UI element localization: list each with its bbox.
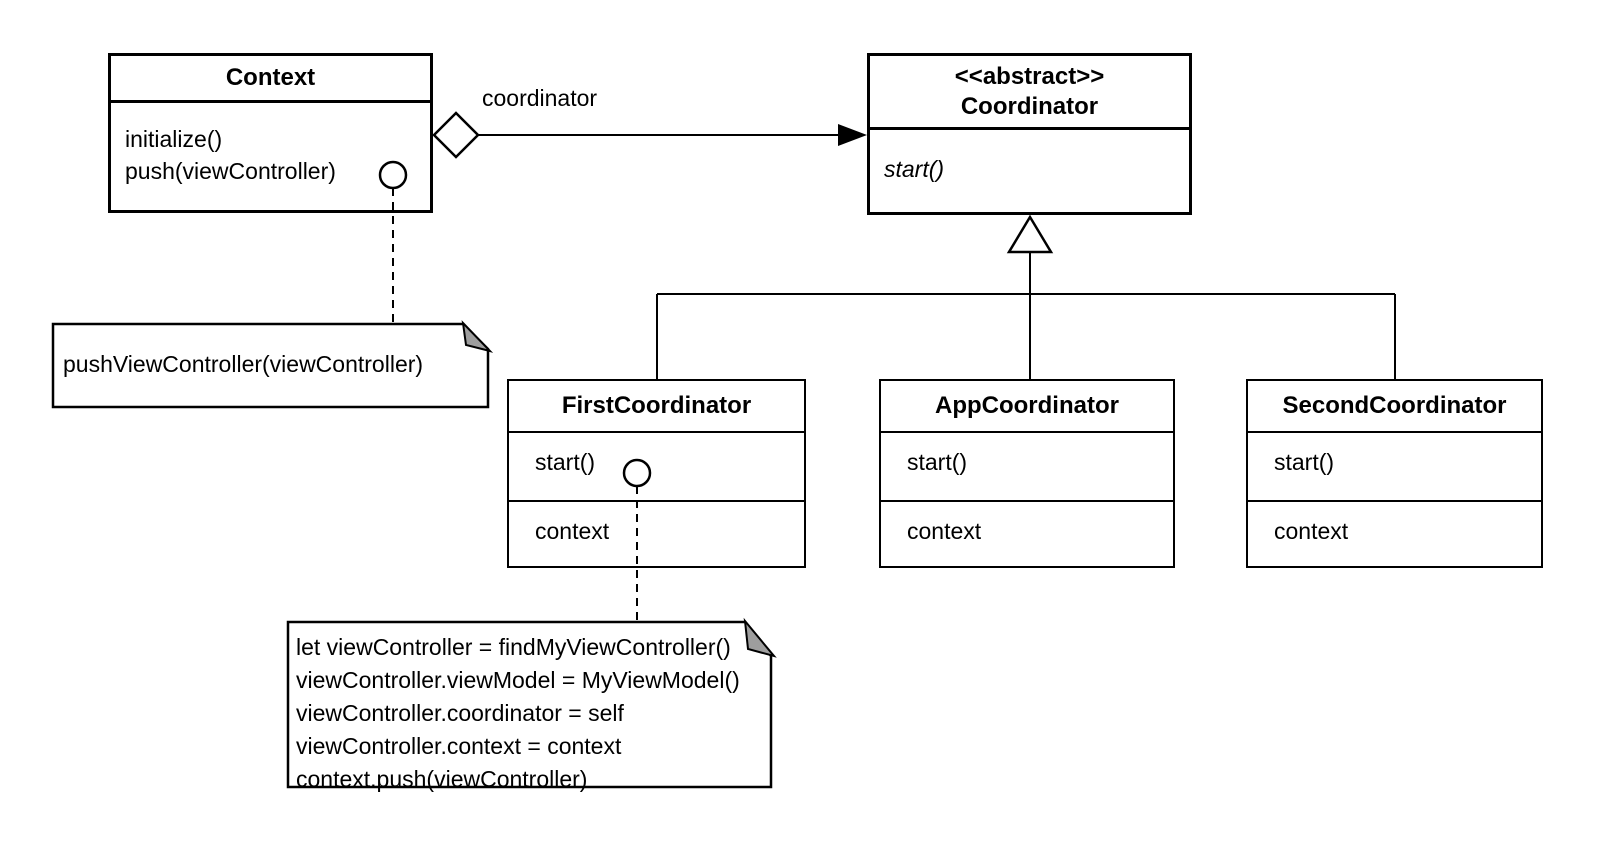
note-line: viewController.viewModel = MyViewModel() (296, 667, 740, 693)
class-box-coordinator: <<abstract>> Coordinator start() (867, 53, 1192, 215)
attributes-compartment: context (881, 502, 1173, 568)
class-body-context: initialize() push(viewController) (111, 103, 430, 187)
method-initialize: initialize() (125, 126, 223, 152)
method-start-abstract: start() (884, 156, 945, 182)
note-fold-icon (743, 617, 777, 658)
method-start: start() (1274, 449, 1335, 475)
operations-compartment: start() (509, 433, 804, 502)
note-line: viewController.coordinator = self (296, 700, 624, 726)
class-box-app-coordinator: AppCoordinator start() context (879, 379, 1175, 568)
operations-compartment: start() (881, 433, 1173, 502)
attribute-context: context (535, 518, 610, 544)
class-box-second-coordinator: SecondCoordinator start() context (1246, 379, 1543, 568)
inheritance-bus-lines (656, 252, 1396, 379)
method-start: start() (535, 449, 596, 475)
method-push: push(viewController) (125, 158, 336, 184)
note-line: let viewController = findMyViewControlle… (296, 634, 731, 660)
note-line: context.push(viewController) (296, 766, 588, 792)
note-start-text: let viewController = findMyViewControlle… (296, 631, 740, 796)
class-title-coordinator: <<abstract>> Coordinator (870, 56, 1189, 130)
class-box-context: Context initialize() push(viewController… (108, 53, 433, 213)
aggregation-diamond-icon (432, 111, 480, 159)
class-name-coordinator: Coordinator (960, 93, 1099, 120)
operations-compartment: start() (1248, 433, 1541, 502)
class-title-app-coordinator: AppCoordinator (881, 381, 1173, 433)
class-title-second-coordinator: SecondCoordinator (1248, 381, 1541, 433)
method-start: start() (907, 449, 968, 475)
attributes-compartment: context (1248, 502, 1541, 568)
attributes-compartment: context (509, 502, 804, 568)
note-push-text: pushViewController(viewController) (63, 351, 424, 377)
attribute-context: context (907, 518, 982, 544)
class-body-coordinator: start() (870, 130, 1189, 185)
arrowhead-icon (838, 124, 867, 146)
attribute-context: context (1274, 518, 1349, 544)
class-box-first-coordinator: FirstCoordinator start() context (507, 379, 806, 568)
note-fold-icon (461, 320, 494, 353)
stereotype-abstract: <<abstract>> (954, 63, 1105, 90)
aggregation-label: coordinator (482, 85, 598, 111)
inheritance-triangle-icon (1006, 214, 1054, 254)
class-title-first-coordinator: FirstCoordinator (509, 381, 804, 433)
note-line: viewController.context = context (296, 733, 622, 759)
class-title-context: Context (111, 56, 430, 103)
